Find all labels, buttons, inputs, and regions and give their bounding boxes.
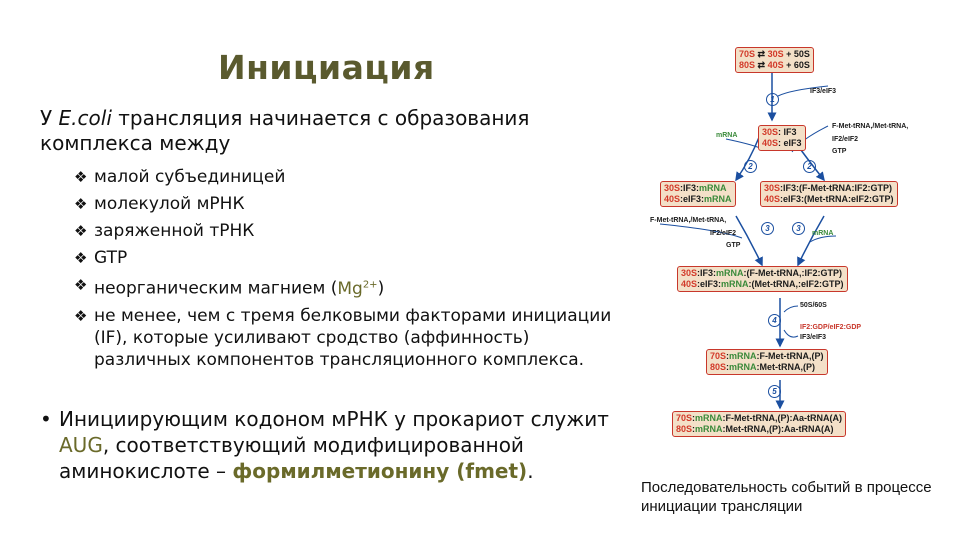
branch-mrna-left	[725, 138, 761, 149]
initiation-codon-note: • Инициирующим кодоном мРНК у прокариот …	[40, 407, 609, 483]
list-item: ❖малой субъединицей	[74, 167, 286, 187]
diamond-bullet-icon: ❖	[74, 306, 88, 325]
branch-if3	[777, 85, 829, 97]
box-30s-if3-mrna: 30S:IF3:mRNA 40S:eIF3:mRNA	[660, 181, 736, 207]
step-3-right-icon: 3	[792, 222, 805, 235]
branch-50s	[783, 305, 799, 313]
list-item: ❖не менее, чем с тремя белковыми фактора…	[74, 305, 612, 370]
list-item: ❖заряженной тРНК	[74, 221, 255, 241]
step-2-left-icon: 2	[744, 160, 757, 173]
diamond-bullet-icon: ❖	[74, 276, 88, 294]
label-gtp-left: GTP	[726, 242, 741, 249]
label-if2-gdp: IF2:GDP/eIF2:GDP	[800, 324, 862, 331]
list-item: ❖неорганическим магнием (Mg2+)	[74, 276, 385, 299]
label-if3: IF3/eIF3	[810, 88, 837, 95]
label-if2-left: IF2/eIF2	[710, 230, 737, 237]
step-3-left-icon: 3	[761, 222, 774, 235]
intro-prefix: У	[40, 106, 59, 130]
diagram-arrows	[659, 73, 837, 410]
box-70s-initiation-complex: 70S:mRNA:F-Met-tRNA,(P) 80S:mRNA:Met-tRN…	[706, 349, 828, 375]
intro-text: У E.coli трансляция начинается с образов…	[40, 106, 640, 156]
box-30s-ternary-complex: 30S:IF3:(F-Met-tRNA:IF2:GTP) 40S:eIF3:(M…	[760, 181, 898, 207]
slide-title: Инициация	[218, 48, 435, 87]
box-ribosome-dissociation: 70S ⇄ 30S + 50S 80S ⇄ 40S + 60S	[735, 47, 814, 73]
step-1-icon: 1	[766, 93, 779, 106]
branch-mrna-right	[809, 235, 837, 243]
label-mrna-right: mRNA	[812, 230, 834, 237]
organism-name: E.coli	[58, 106, 112, 130]
bullet-dot-icon: •	[40, 407, 52, 431]
label-fmet-trna-left: F-Met-tRNA,/Met-tRNA,	[650, 217, 727, 224]
diagram-caption: Последовательность событий в процессе ин…	[641, 479, 932, 515]
magnesium-symbol: Mg2+	[337, 278, 378, 299]
box-elongation-ready-complex: 70S:mRNA:F-Met-tRNA,(P):Aa-tRNA(A) 80S:m…	[672, 411, 847, 437]
diamond-bullet-icon: ❖	[74, 168, 88, 186]
label-if2-right: IF2/eIF2	[832, 136, 859, 143]
intro-suffix: трансляция начинается с образования комп…	[40, 106, 530, 155]
label-mrna-left: mRNA	[716, 132, 738, 139]
initiation-diagram: 70S ⇄ 30S + 50S 80S ⇄ 40S + 60S IF3/eIF3…	[640, 40, 940, 460]
list-item: ❖молекулой мРНК	[74, 194, 245, 214]
label-if3-release: IF3/eIF3	[800, 334, 827, 341]
codon-aug: AUG	[59, 433, 103, 457]
diamond-bullet-icon: ❖	[74, 195, 88, 213]
step-5-icon: 5	[768, 385, 781, 398]
label-50s-60s: 50S/60S	[800, 302, 827, 309]
arrow-step3-left	[735, 215, 763, 267]
list-item: ❖GTP	[74, 248, 128, 268]
arrow-step3-right	[797, 215, 825, 267]
diamond-bullet-icon: ❖	[74, 222, 88, 240]
label-gtp-right: GTP	[832, 148, 847, 155]
diamond-bullet-icon: ❖	[74, 249, 88, 267]
amino-acid-fmet: формилметионину (fmet)	[232, 459, 528, 483]
box-30s-if3: 30S: IF3 40S: eIF3	[758, 125, 806, 151]
box-preinitiation-complex: 30S:IF3:mRNA:(F-Met-tRNA,:IF2:GTP) 40S:e…	[677, 266, 848, 292]
component-list: ❖малой субъединицей ❖молекулой мРНК ❖зар…	[74, 166, 614, 376]
label-fmet-trna-right: F-Met-tRNA,/Met-tRNA,	[832, 123, 909, 130]
branch-if2gdp	[783, 329, 799, 338]
step-2-right-icon: 2	[803, 160, 816, 173]
branch-fmet-left	[659, 223, 743, 239]
step-4-icon: 4	[768, 314, 781, 327]
